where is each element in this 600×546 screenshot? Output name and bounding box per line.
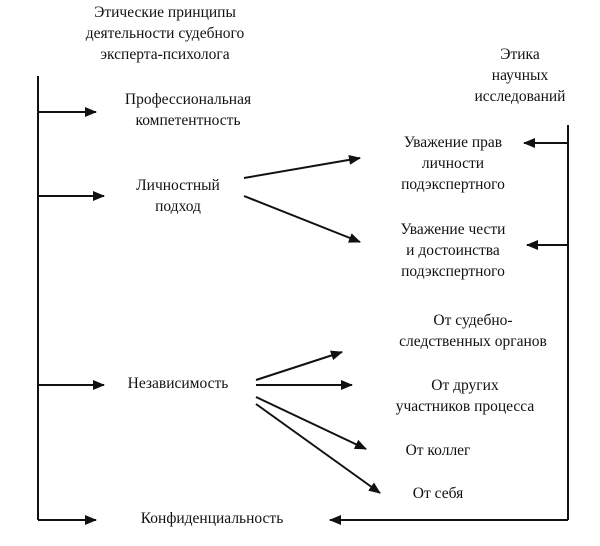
arrow-independence-to-colleagues xyxy=(255,396,367,450)
node-from-colleagues: От коллег xyxy=(405,442,471,459)
title-ethical-principles: Этические принципы деятельности судебног… xyxy=(85,4,245,63)
node-independence: Независимость xyxy=(127,375,229,392)
node-respect-honor: Уважение чести и достоинства подэкспертн… xyxy=(400,221,506,280)
title-research-ethics: Этика научных исследований xyxy=(474,46,566,105)
arrow-personal-to-rights xyxy=(243,154,361,179)
node-respect-rights: Уважение прав личности подэкспертного xyxy=(401,134,505,193)
node-professional-competence: Профессиональная компетентность xyxy=(124,91,252,129)
arrow-personal-to-honor xyxy=(243,195,361,243)
node-from-other-participants: От других участников процесса xyxy=(395,377,535,415)
node-from-self: От себя xyxy=(412,485,464,502)
arrow-independence-to-judicial xyxy=(255,350,343,381)
node-from-judicial-bodies: От судебно- следственных органов xyxy=(399,312,547,350)
arrow-independence-to-self xyxy=(255,403,381,494)
node-confidentiality: Конфиденциальность xyxy=(140,510,284,527)
node-personal-approach: Личностный подход xyxy=(136,177,220,215)
